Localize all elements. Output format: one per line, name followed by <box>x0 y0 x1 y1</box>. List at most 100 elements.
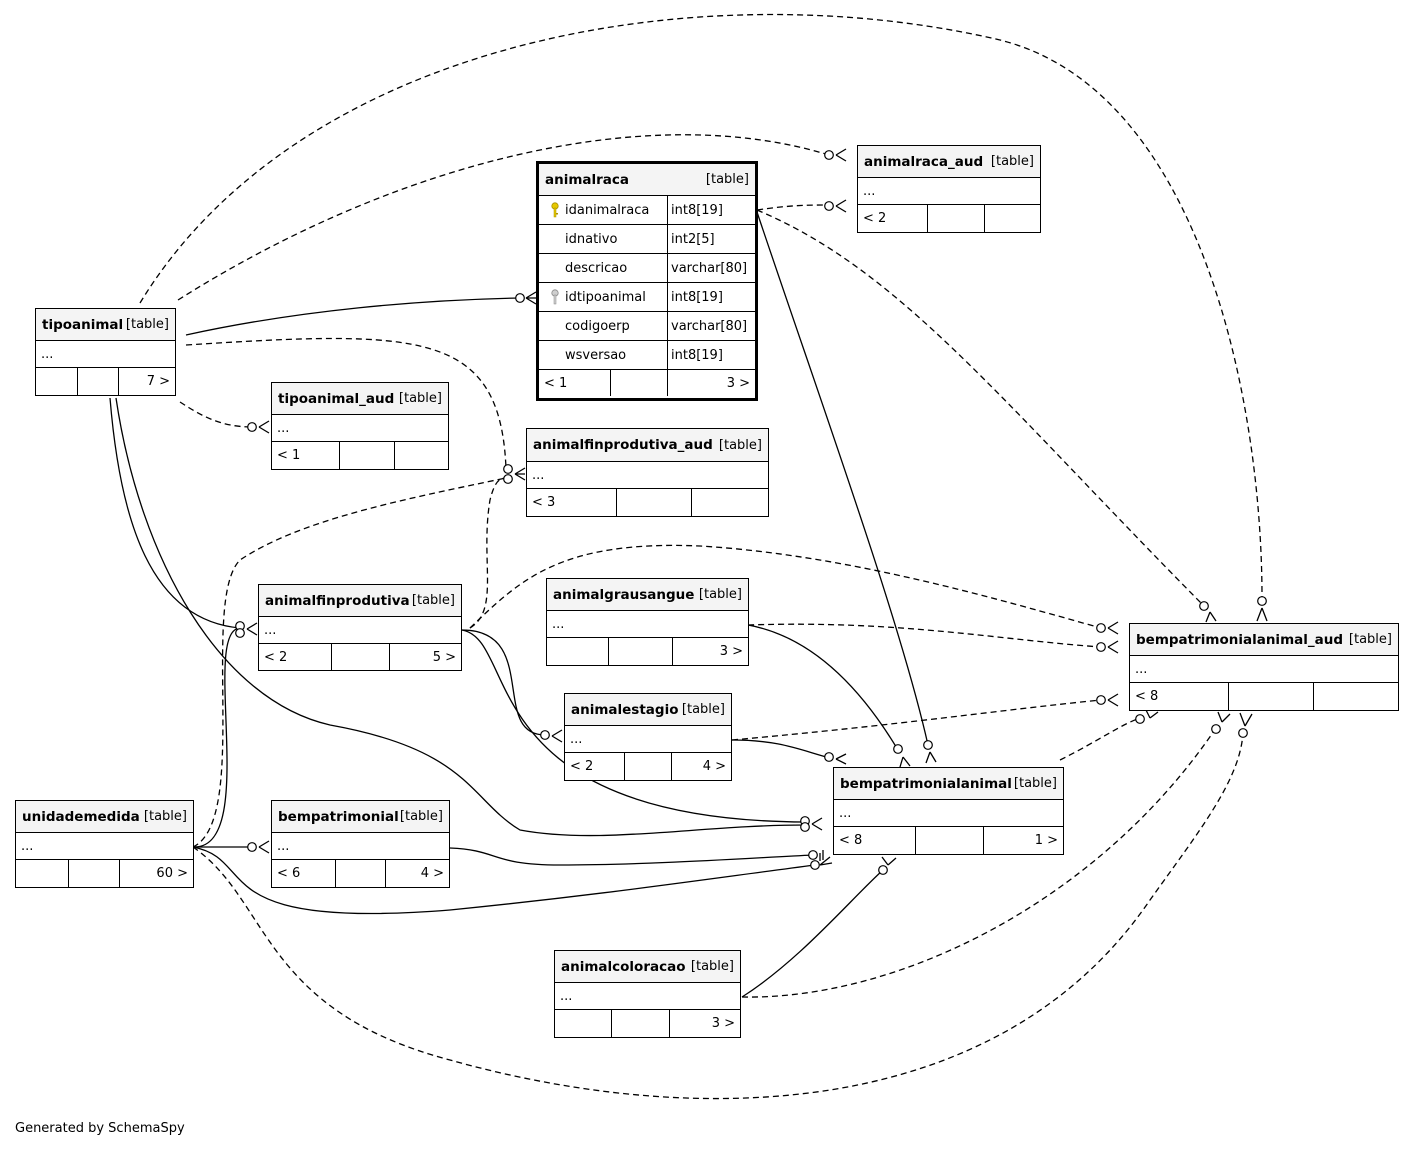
table-ellipsis: ... <box>527 462 768 489</box>
table-animalraca[interactable]: animalraca [table] idanimalraca int8[19]… <box>536 161 758 401</box>
table-ellipsis: ... <box>547 611 748 638</box>
column-row[interactable]: descricao varchar[80] <box>539 254 755 283</box>
crowfoot-mark <box>551 729 563 743</box>
parents-count[interactable]: < 2 <box>858 205 928 232</box>
column-row[interactable]: wsversao int8[19] <box>539 341 755 370</box>
parents-count[interactable]: < 2 <box>565 753 625 780</box>
edge-end-circle <box>247 422 257 432</box>
children-count[interactable]: 4 > <box>420 866 444 881</box>
parents-count[interactable]: < 2 <box>259 644 332 670</box>
edge-animalgrausangue-bempatrimonialanimal <box>747 624 899 751</box>
footer-cell <box>16 860 69 887</box>
footer-cell <box>340 442 395 469</box>
parents-count[interactable]: < 1 <box>272 442 340 469</box>
children-count[interactable]: 3 > <box>711 1016 735 1031</box>
table-type: [table] <box>1013 776 1057 791</box>
table-tipoanimal[interactable]: tipoanimal[table] ... 7 > <box>35 308 176 396</box>
column-name: idanimalraca <box>565 202 650 218</box>
edge-end-circle <box>540 730 550 740</box>
children-count[interactable] <box>985 205 1040 232</box>
table-animalfinprodutiva_aud[interactable]: animalfinprodutiva_aud[table] ... < 3 <box>526 428 769 517</box>
crowfoot-mark <box>1107 640 1119 654</box>
table-ellipsis: ... <box>1130 656 1398 683</box>
footer-cell <box>395 442 448 469</box>
edge-animalcoloracao-bempatrimonialanimal_aud <box>741 727 1217 998</box>
table-type: [table] <box>1348 632 1392 647</box>
edge-end-circle <box>503 464 513 474</box>
crowfoot-mark <box>1217 711 1231 723</box>
footer-cell <box>336 860 386 887</box>
crowfoot-mark <box>835 753 847 765</box>
children-count[interactable]: 7 > <box>146 374 170 389</box>
table-animalcoloracao[interactable]: animalcoloracao[table] ... 3 > <box>554 950 741 1038</box>
column-row[interactable]: idnativo int2[5] <box>539 225 755 254</box>
children-count[interactable]: 3 > <box>726 375 750 391</box>
footer-cell <box>332 644 390 670</box>
edge-animalfinprodutiva-bempatrimonialanimal_aud <box>469 544 1102 629</box>
crowfoot-mark <box>1107 693 1119 707</box>
parents-count[interactable]: < 8 <box>1130 683 1229 710</box>
column-row[interactable]: codigoerp varchar[80] <box>539 312 755 341</box>
footer-cell <box>555 1010 612 1037</box>
edge-end-circle <box>923 740 933 750</box>
table-ellipsis: ... <box>16 833 193 860</box>
children-count[interactable]: 60 > <box>156 866 188 881</box>
footer-cell <box>692 489 768 516</box>
edge-end-circle <box>1199 601 1209 611</box>
column-row[interactable]: idtipoanimal int8[19] <box>539 283 755 312</box>
crowfoot-mark <box>835 199 847 213</box>
table-bempatrimonialanimal_aud[interactable]: bempatrimonialanimal_aud [table] ... < 8 <box>1129 623 1399 711</box>
crowfoot-mark <box>819 850 824 861</box>
edge-animalgrausangue-bempatrimonialanimal_aud <box>747 623 1102 648</box>
table-ellipsis: ... <box>834 800 1063 827</box>
parents-count[interactable]: < 3 <box>527 489 617 516</box>
edge-end-circle <box>515 293 525 303</box>
edge-end-circle <box>824 752 834 762</box>
crowfoot-mark <box>514 467 526 481</box>
footer-cell <box>1314 683 1398 710</box>
table-tipoanimal_aud[interactable]: tipoanimal_aud[table] ... < 1 <box>271 382 449 470</box>
edge-end-circle <box>824 201 834 211</box>
children-count[interactable]: 5 > <box>432 649 456 665</box>
footer-cell <box>916 827 984 854</box>
footer-cell <box>928 205 985 232</box>
table-name: animalraca <box>545 171 630 188</box>
table-unidademedida[interactable]: unidademedida[table] ... 60 > <box>15 800 194 888</box>
table-name: animalgrausangue <box>553 586 695 603</box>
edge-animalestagio-bempatrimonialanimal_aud <box>731 699 1102 741</box>
children-count[interactable]: 1 > <box>1034 833 1058 848</box>
generated-by-label: Generated by SchemaSpy <box>15 1121 185 1136</box>
column-row[interactable]: idanimalraca int8[19] <box>539 196 755 225</box>
column-name: codigoerp <box>565 318 630 334</box>
edge-animalestagio-bempatrimonialanimal <box>731 739 831 759</box>
edge-end-circle <box>808 850 818 860</box>
foreign-key-icon <box>545 289 565 305</box>
edge-end-circle <box>878 865 888 875</box>
table-name: bempatrimonialanimal_aud <box>1136 631 1344 648</box>
children-count[interactable]: 3 > <box>719 644 743 659</box>
table-ellipsis: ... <box>555 983 740 1010</box>
table-name: tipoanimal <box>42 316 124 333</box>
table-type: [table] <box>399 809 443 824</box>
parents-count[interactable]: < 6 <box>272 860 336 887</box>
footer-cell <box>625 753 672 780</box>
parents-count[interactable]: < 1 <box>539 370 611 396</box>
crowfoot-mark <box>525 291 537 305</box>
table-name: animalcoloracao <box>561 958 686 975</box>
table-ellipsis: ... <box>272 415 448 442</box>
edge-end-circle <box>235 628 245 638</box>
edge-end-circle <box>247 842 257 852</box>
edge-unidademedida-animalfinprodutiva <box>192 627 241 848</box>
table-ellipsis: ... <box>36 341 175 368</box>
table-animalraca_aud[interactable]: animalraca_aud[table] ... < 2 <box>857 145 1041 233</box>
parents-count[interactable]: < 8 <box>834 827 916 854</box>
children-count[interactable]: 4 > <box>702 759 726 774</box>
table-animalgrausangue[interactable]: animalgrausangue[table] ... 3 > <box>546 578 749 666</box>
column-type: int2[5] <box>671 231 715 247</box>
crowfoot-mark <box>925 751 937 764</box>
crowfoot-mark <box>819 856 833 866</box>
